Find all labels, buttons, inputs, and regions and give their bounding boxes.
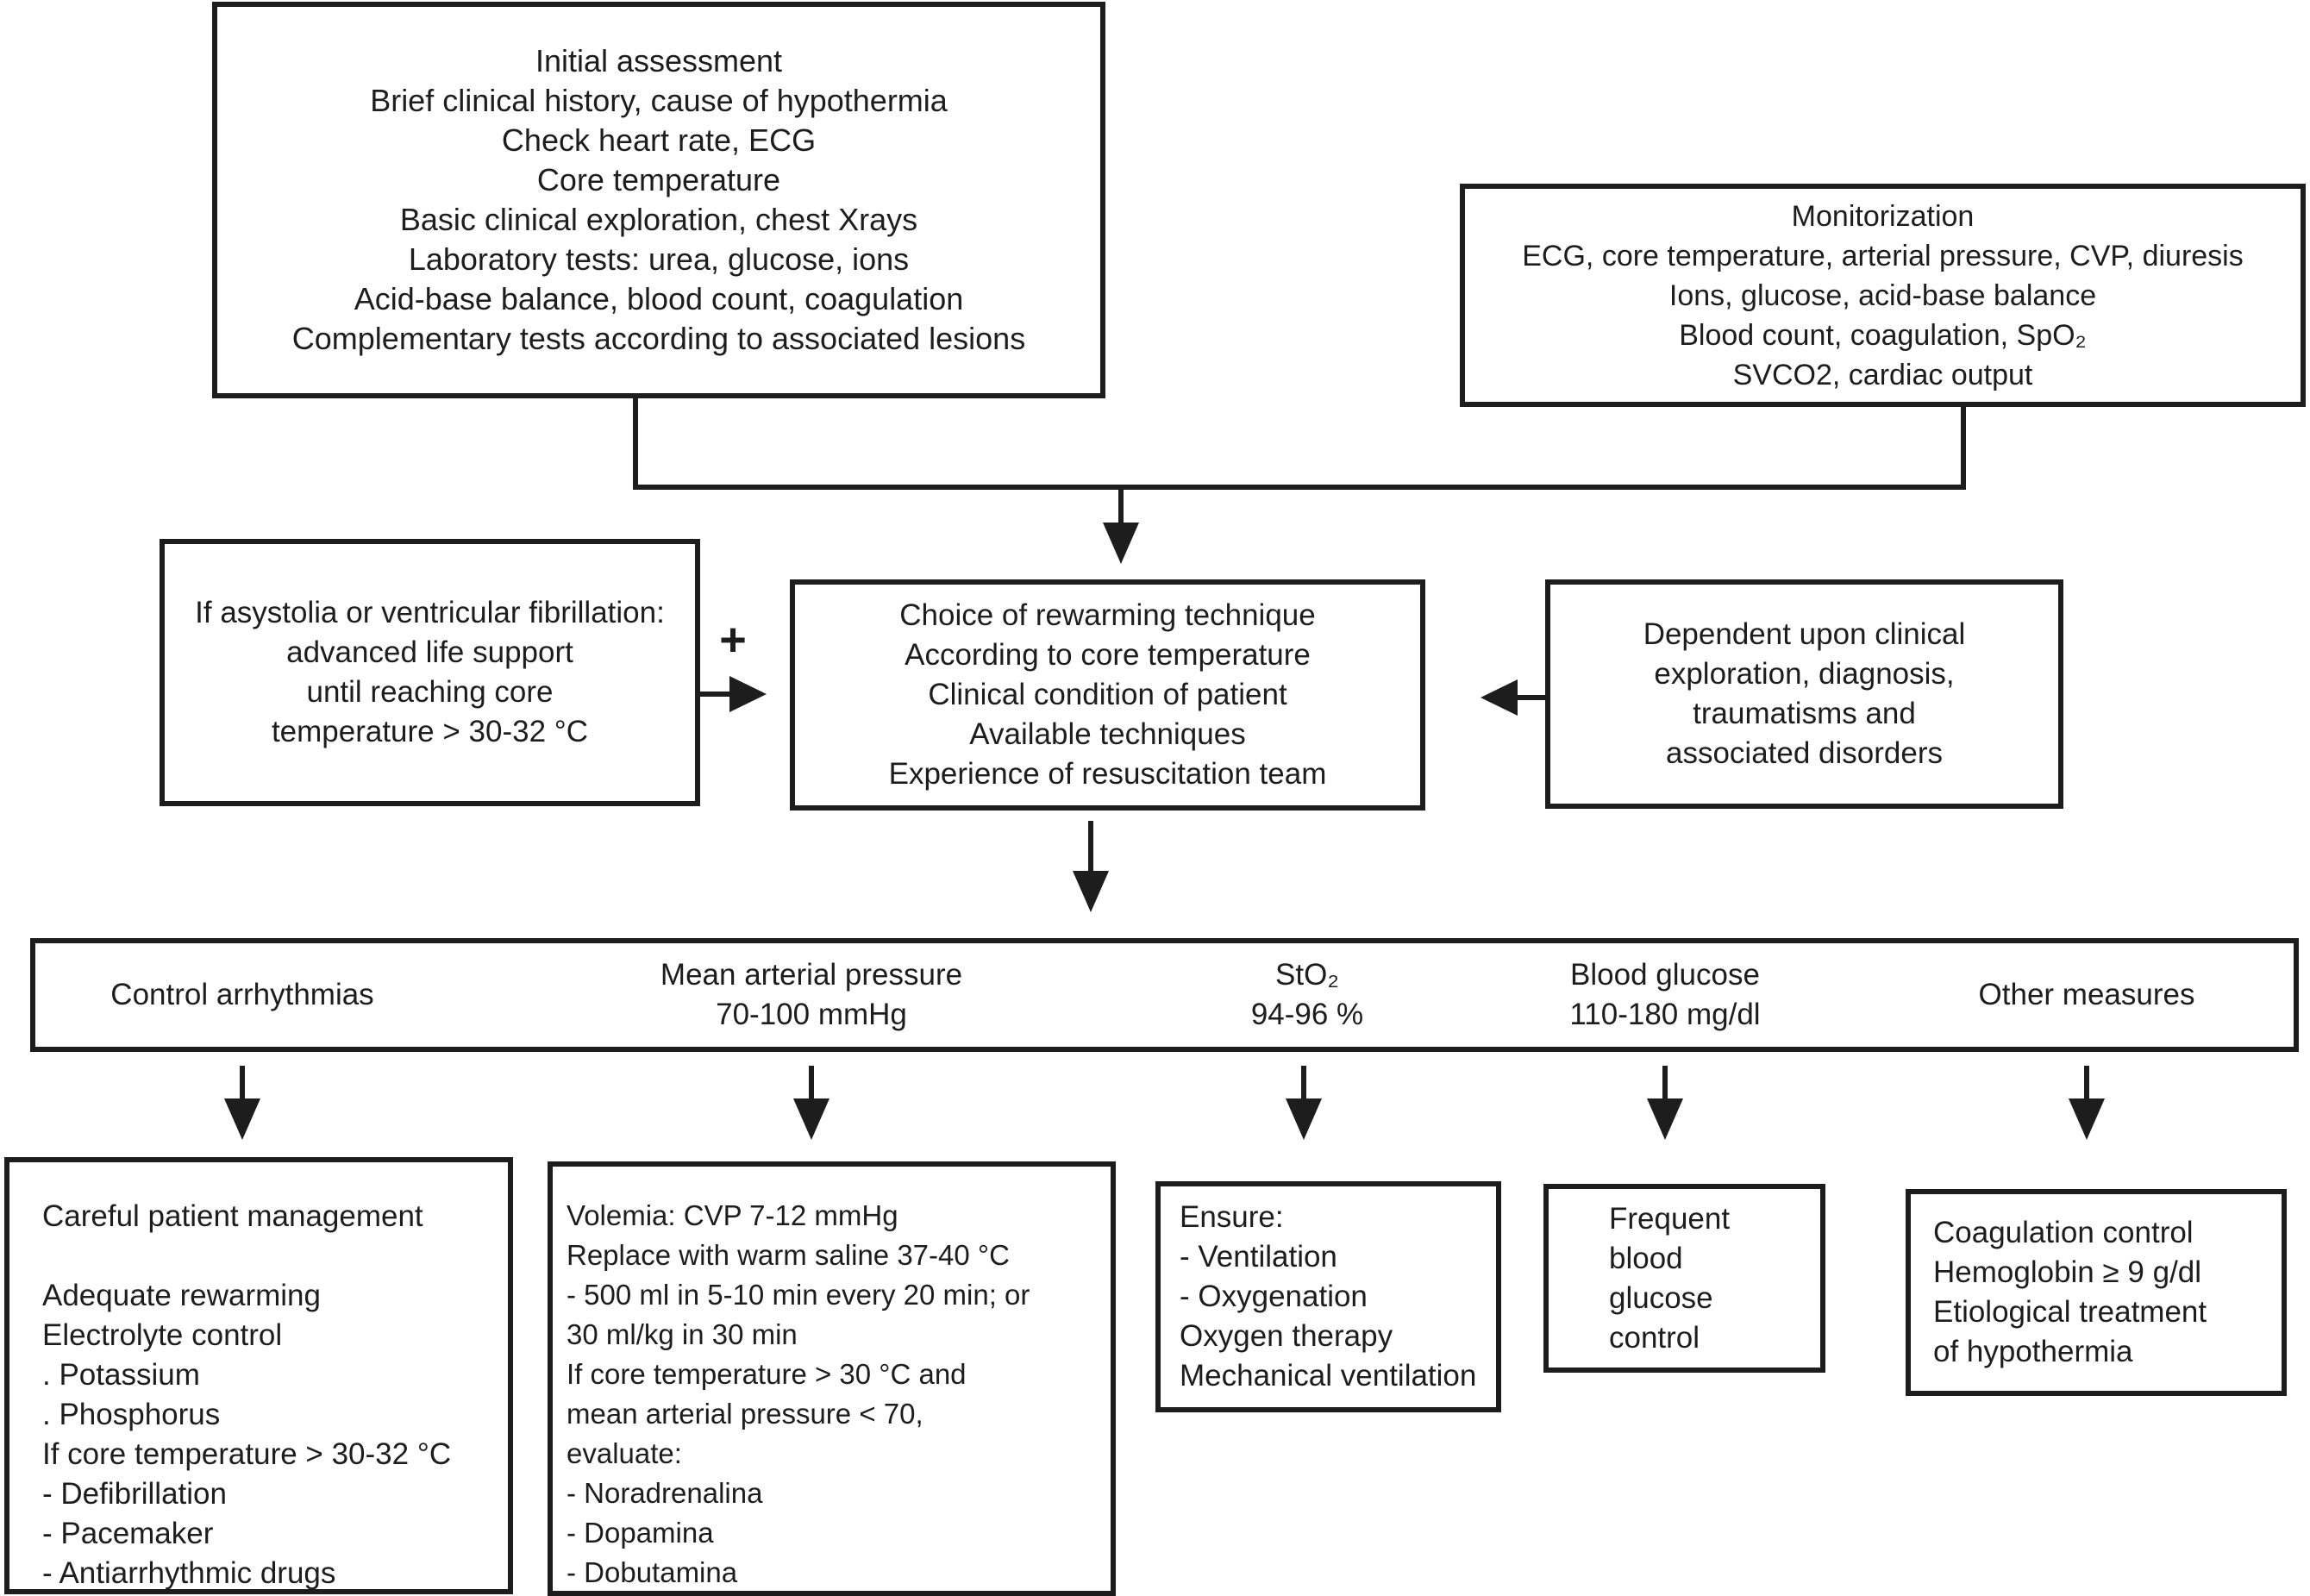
text-line: Initial assessment — [535, 43, 783, 78]
text-line: Mean arterial pressure — [660, 958, 963, 992]
text-line: Check heart rate, ECG — [501, 122, 817, 158]
text-line: Volemia: CVP 7-12 mmHg — [567, 1199, 898, 1231]
text-line: - Noradrenalina — [567, 1477, 763, 1509]
text-line: Adequate rewarming — [42, 1279, 321, 1312]
text-line: Experience of resuscitation team — [888, 757, 1327, 791]
box-monitorization: Monitorization ECG, core temperature, ar… — [1460, 184, 2306, 407]
text-line: Oxygen therapy — [1180, 1319, 1393, 1353]
text-line: Coagulation control — [1933, 1216, 2194, 1249]
text-line: Choice of rewarming technique — [899, 598, 1316, 632]
text-line: - Antiarrhythmic drugs — [42, 1556, 336, 1590]
text-line: Replace with warm saline 37-40 °C — [567, 1239, 1010, 1271]
text-line: Careful patient management — [42, 1199, 423, 1233]
text-line: Brief clinical history, cause of hypothe… — [370, 83, 948, 118]
arrowhead-choice-to-targets — [1073, 871, 1109, 912]
target-mean-arterial-pressure: Mean arterial pressure 70-100 mmHg — [660, 955, 962, 1035]
text-line: According to core temperature — [905, 638, 1311, 672]
text-line: Control arrhythmias — [110, 978, 374, 1011]
text-line: Blood count, coagulation, SpO₂ — [1679, 318, 2087, 352]
arrowhead-dependencies-to-choice — [1481, 679, 1518, 716]
box-careful-patient-management: Careful patient management Adequate rewa… — [4, 1157, 513, 1594]
plus-sign: + — [719, 614, 747, 666]
box-targets-bar: Control arrhythmias Mean arterial pressu… — [30, 938, 2299, 1052]
text-line: Other measures — [1978, 978, 2195, 1011]
box-coagulation-control: Coagulation control Hemoglobin ≥ 9 g/dl … — [1906, 1189, 2287, 1396]
text-line: StO₂ — [1275, 958, 1339, 992]
text-line: Dependent upon clinical — [1643, 617, 1966, 651]
box-ensure: Ensure: - Ventilation - Oxygenation Oxyg… — [1155, 1181, 1501, 1412]
text-line: of hypothermia — [1933, 1335, 2133, 1368]
box-rewarming-choice: Choice of rewarming technique According … — [790, 579, 1425, 811]
text-line: Core temperature — [536, 162, 781, 197]
text-line: - Dobutamina — [567, 1556, 738, 1588]
text-line: 110-180 mg/dl — [1569, 998, 1761, 1031]
text-line: 70-100 mmHg — [716, 998, 907, 1031]
text-line: associated disorders — [1666, 736, 1943, 770]
arrowhead-to-volemia — [793, 1098, 829, 1140]
text-line: Ions, glucose, acid-base balance — [1668, 279, 2097, 312]
box-volemia: Volemia: CVP 7-12 mmHg Replace with warm… — [548, 1161, 1116, 1596]
text-line: traumatisms and — [1693, 697, 1916, 730]
text-line: . Phosphorus — [42, 1398, 221, 1431]
arrowhead-als-to-choice — [729, 676, 767, 712]
text-line: If core temperature > 30-32 °C — [42, 1437, 452, 1471]
text-line: control — [1609, 1320, 1700, 1355]
target-sto2: StO₂ 94-96 % — [1251, 955, 1363, 1035]
text-line: If core temperature > 30 °C and — [567, 1358, 967, 1390]
arrowhead-junction-to-choice — [1103, 523, 1139, 564]
text-line: Laboratory tests: urea, glucose, ions — [408, 241, 910, 277]
text-line: Ensure: — [1180, 1200, 1284, 1234]
text-line: If asystolia or ventricular fibrillation… — [195, 596, 665, 629]
target-control-arrhythmias: Control arrhythmias — [110, 975, 373, 1015]
text-line: SVCO2, cardiac output — [1732, 358, 2033, 391]
arrowhead-to-glucose-control — [1647, 1098, 1683, 1140]
text-line: Etiological treatment — [1933, 1295, 2207, 1329]
arrowhead-to-careful-management — [224, 1098, 260, 1140]
box-advanced-life-support: If asystolia or ventricular fibrillation… — [160, 539, 700, 806]
connector-top-junction — [633, 397, 1966, 490]
text-line: evaluate: — [567, 1437, 682, 1469]
text-line: - 500 ml in 5-10 min every 20 min; or — [567, 1279, 1030, 1311]
text-line: Monitorization — [1791, 199, 1975, 233]
text-line: until reaching core — [306, 675, 554, 709]
arrowhead-to-coagulation — [2069, 1098, 2105, 1140]
text-line: Blood glucose — [1570, 958, 1760, 992]
text-line: advanced life support — [286, 635, 573, 669]
text-line: glucose — [1609, 1280, 1713, 1315]
text-line: Electrolyte control — [42, 1318, 283, 1352]
text-line: Mechanical ventilation — [1180, 1359, 1477, 1393]
text-line: - Ventilation — [1180, 1240, 1337, 1274]
text-line: exploration, diagnosis, — [1654, 657, 1955, 691]
text-line: - Defibrillation — [42, 1477, 227, 1511]
text-line: ECG, core temperature, arterial pressure… — [1522, 239, 2244, 272]
text-line: - Oxygenation — [1180, 1280, 1368, 1313]
box-initial-assessment: Initial assessment Brief clinical histor… — [212, 2, 1105, 398]
text-line: blood — [1609, 1241, 1683, 1275]
text-line: 94-96 % — [1250, 998, 1364, 1031]
target-blood-glucose: Blood glucose 110-180 mg/dl — [1569, 955, 1760, 1035]
box-frequent-glucose-control: Frequent blood glucose control — [1543, 1184, 1825, 1373]
text-line: Frequent — [1609, 1201, 1731, 1236]
text-line: temperature > 30-32 °C — [271, 715, 589, 748]
text-line: mean arterial pressure < 70, — [567, 1398, 923, 1430]
text-line: Basic clinical exploration, chest Xrays — [399, 202, 918, 237]
text-line: 30 ml/kg in 30 min — [567, 1318, 798, 1350]
text-line: Hemoglobin ≥ 9 g/dl — [1933, 1255, 2202, 1289]
arrowhead-to-ensure — [1286, 1098, 1322, 1140]
text-line: Clinical condition of patient — [928, 678, 1287, 711]
text-line: Acid-base balance, blood count, coagulat… — [354, 281, 964, 316]
box-clinical-dependencies: Dependent upon clinical exploration, dia… — [1545, 579, 2063, 809]
text-line: - Pacemaker — [42, 1517, 214, 1550]
text-line: Complementary tests according to associa… — [291, 321, 1026, 356]
text-line — [42, 1236, 499, 1276]
text-line: - Dopamina — [567, 1517, 714, 1549]
text-line: . Potassium — [42, 1358, 200, 1392]
target-other-measures: Other measures — [1979, 975, 2195, 1015]
text-line: Available techniques — [969, 717, 1246, 751]
